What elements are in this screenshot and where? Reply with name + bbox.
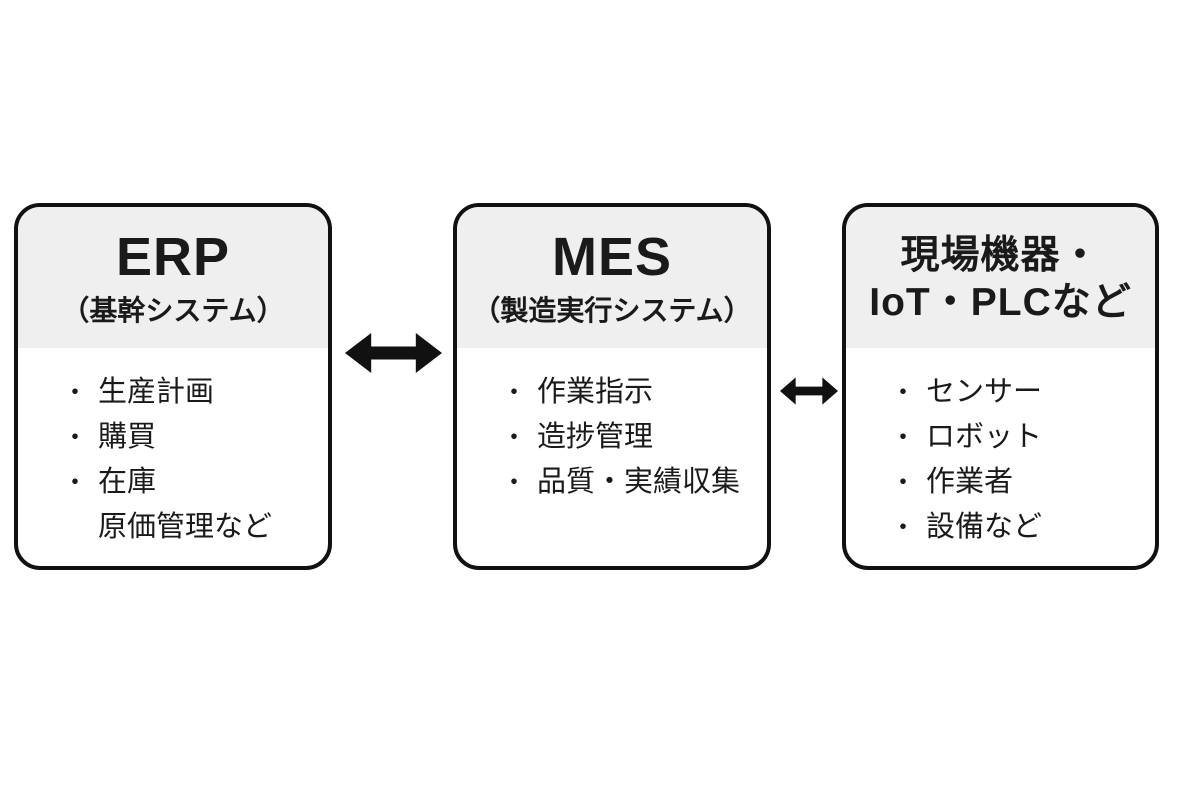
bullet-dot: ・ <box>501 467 528 497</box>
list-item-label: センサー <box>926 376 1043 408</box>
mes-subtitle: （製造実行システム） <box>472 295 752 326</box>
bullet-dot: ・ <box>890 377 917 407</box>
list-item-label: 在庫 <box>98 466 157 498</box>
list-item: ・ 品質・実績収集 <box>501 460 759 505</box>
list-item-label: 造捗管理 <box>537 421 654 453</box>
list-item: 原価管理など <box>62 505 320 550</box>
erp-title: ERP <box>115 227 231 287</box>
mes-item-list: ・ 作業指示 ・ 造捗管理 ・ 品質・実績収集 <box>457 348 767 505</box>
erp-subtitle: （基幹システム） <box>61 295 285 326</box>
bidirectional-arrow-icon <box>780 377 838 405</box>
bullet-dot: ・ <box>890 467 917 497</box>
list-item: ・ 作業指示 <box>501 370 759 415</box>
bullet-dot: ・ <box>62 377 89 407</box>
field-devices-box: 現場機器・ IoT・PLCなど ・ センサー ・ ロボット ・ 作業者 ・ 設備… <box>842 203 1159 570</box>
list-item: ・ 購買 <box>62 415 320 460</box>
list-item: ・ 作業者 <box>890 460 1147 505</box>
list-item: ・ ロボット <box>890 415 1147 460</box>
list-item: ・ 設備など <box>890 505 1147 550</box>
field-devices-box-header: 現場機器・ IoT・PLCなど <box>846 207 1155 348</box>
list-item-label: 作業指示 <box>537 376 654 408</box>
list-item-label: 作業者 <box>926 466 1014 498</box>
list-item-label: 購買 <box>98 421 157 453</box>
erp-item-list: ・ 生産計画 ・ 購買 ・ 在庫 原価管理など <box>18 348 328 550</box>
list-item: ・ 在庫 <box>62 460 320 505</box>
list-item: ・ 生産計画 <box>62 370 320 415</box>
list-item-label: ロボット <box>926 421 1043 453</box>
bullet-dot: ・ <box>501 422 528 452</box>
bullet-dot: ・ <box>501 377 528 407</box>
bidirectional-arrow-icon <box>345 333 442 373</box>
erp-box: ERP （基幹システム） ・ 生産計画 ・ 購買 ・ 在庫 原価管理など <box>14 203 332 570</box>
mes-box-header: MES （製造実行システム） <box>457 207 767 348</box>
field-devices-item-list: ・ センサー ・ ロボット ・ 作業者 ・ 設備など <box>846 348 1155 550</box>
bullet-dot <box>62 505 98 550</box>
field-devices-title: 現場機器・ IoT・PLCなど <box>869 233 1131 325</box>
bullet-dot: ・ <box>62 422 89 452</box>
mes-title: MES <box>551 227 673 287</box>
bullet-dot: ・ <box>890 512 917 542</box>
bullet-dot: ・ <box>62 467 89 497</box>
list-item-label: 生産計画 <box>98 376 215 408</box>
bullet-dot: ・ <box>890 422 917 452</box>
list-item: ・ センサー <box>890 370 1147 415</box>
field-devices-title-line1: 現場機器・ <box>900 234 1101 278</box>
list-item: ・ 造捗管理 <box>501 415 759 460</box>
field-devices-title-line2: IoT・PLCなど <box>869 280 1132 324</box>
list-item-label: 原価管理など <box>98 511 273 543</box>
list-item-label: 品質・実績収集 <box>537 466 741 498</box>
list-item-label: 設備など <box>926 511 1043 543</box>
mes-box: MES （製造実行システム） ・ 作業指示 ・ 造捗管理 ・ 品質・実績収集 <box>453 203 771 570</box>
erp-box-header: ERP （基幹システム） <box>18 207 328 348</box>
